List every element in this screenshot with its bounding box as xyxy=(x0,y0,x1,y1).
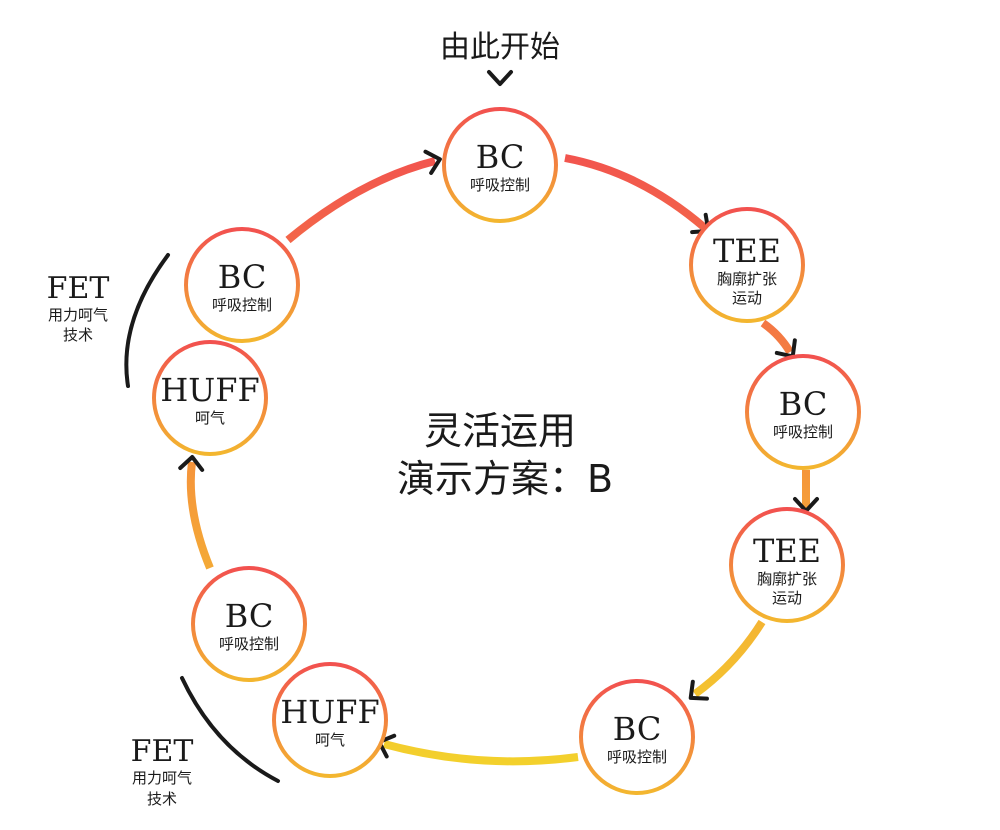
node-subtitle: 呼吸控制 xyxy=(212,296,272,314)
node-ring xyxy=(272,662,388,778)
arrowhead-icon xyxy=(688,679,709,701)
node-subtitle: 呵气 xyxy=(195,409,225,427)
node-title: HUFF xyxy=(280,693,379,731)
cycle-arc xyxy=(564,154,708,232)
arrowhead-icon xyxy=(178,455,205,472)
fet-bracket-upper: FET 用力呵气 技术 xyxy=(47,253,170,388)
cycle-arc xyxy=(382,740,579,766)
center-title-line1: 灵活运用 xyxy=(424,409,576,453)
node-title: BC xyxy=(476,138,525,176)
node-subtitle: 呼吸控制 xyxy=(607,748,667,766)
node-ring xyxy=(689,207,805,323)
node-title: HUFF xyxy=(160,371,259,409)
cycle-arc xyxy=(285,157,436,244)
cycle-arc xyxy=(760,319,794,355)
cycle-arc xyxy=(692,619,766,698)
node-subtitle: 运动 xyxy=(732,289,762,307)
node-title: TEE xyxy=(753,532,821,570)
node-ring xyxy=(442,107,558,223)
start-arrow-icon xyxy=(487,70,513,86)
fet-sub-line: 技术 xyxy=(63,326,93,344)
node-subtitle: 呼吸控制 xyxy=(470,176,530,194)
fet-title: FET xyxy=(131,734,194,769)
arrowhead-icon xyxy=(423,149,442,175)
cycle-nodes: BC呼吸控制TEE胸廓扩张运动BC呼吸控制TEE胸廓扩张运动BC呼吸控制HUFF… xyxy=(152,107,861,795)
node-ring xyxy=(745,354,861,470)
node-subtitle: 胸廓扩张 xyxy=(717,270,777,288)
node-ring xyxy=(579,679,695,795)
fet-sub-line: 用力呵气 xyxy=(48,306,108,324)
node-ring xyxy=(191,566,307,682)
fet-bracket-lower: FET 用力呵气 技术 xyxy=(131,676,280,808)
node-ring xyxy=(152,340,268,456)
fet-sub-line: 用力呵气 xyxy=(132,769,192,787)
node-subtitle: 呼吸控制 xyxy=(773,423,833,441)
node-subtitle: 胸廓扩张 xyxy=(757,570,817,588)
fet-title: FET xyxy=(47,271,110,306)
node-title: BC xyxy=(225,597,274,635)
center-title-line2: 演示方案：B xyxy=(397,457,613,501)
node-title: BC xyxy=(779,385,828,423)
node-subtitle: 呼吸控制 xyxy=(219,635,279,653)
node-title: TEE xyxy=(713,232,781,270)
fet-sub-line: 技术 xyxy=(147,790,177,808)
node-subtitle: 呵气 xyxy=(315,731,345,749)
node-ring xyxy=(184,227,300,343)
cycle-arrows xyxy=(178,149,819,766)
node-subtitle: 运动 xyxy=(772,589,802,607)
node-title: BC xyxy=(613,710,662,748)
cycle-arc xyxy=(186,461,214,570)
node-ring xyxy=(729,507,845,623)
node-title: BC xyxy=(218,258,267,296)
start-label: 由此开始 xyxy=(440,30,560,65)
